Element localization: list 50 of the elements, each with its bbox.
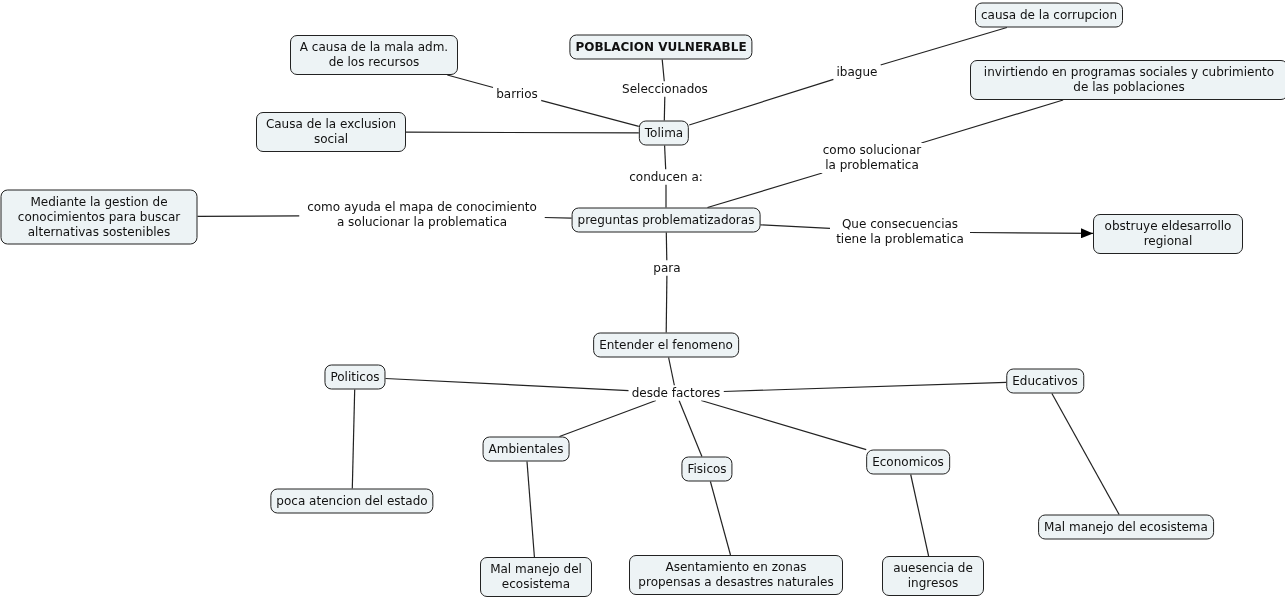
connector-line <box>668 356 675 387</box>
concept-box: Asentamiento en zonas propensas a desastres naturales <box>629 555 843 595</box>
connector-line <box>879 26 1008 66</box>
linking-phrase: Seleccionados <box>619 81 711 97</box>
connector-line <box>446 74 494 89</box>
connector-line <box>700 399 867 451</box>
concept-box: Fisicos <box>681 456 733 482</box>
concept-box: Economicos <box>866 449 950 475</box>
connector-line <box>920 99 1064 144</box>
connector-line <box>709 480 732 556</box>
concept-box: Causa de la exclusion social <box>256 112 406 152</box>
connector-line <box>665 274 668 334</box>
connector-line <box>1051 392 1120 516</box>
connector-line <box>351 388 356 490</box>
connector-line <box>664 144 667 171</box>
connector-line <box>384 377 630 392</box>
connector-line <box>543 216 573 219</box>
concept-box: Politicos <box>324 364 386 390</box>
connector-line <box>706 172 823 209</box>
connector-line <box>526 460 535 558</box>
connector-line <box>540 99 640 127</box>
concept-box: Mal manejo del ecosistema <box>480 557 592 597</box>
connector-line <box>722 381 1007 393</box>
concept-box: Ambientales <box>482 436 570 462</box>
connector-line <box>405 131 640 134</box>
connector-line <box>663 95 666 122</box>
connector-line <box>688 78 835 126</box>
concept-box: causa de la corrupcion <box>975 2 1123 28</box>
concept-box: Tolima <box>638 120 690 146</box>
concept-box: auesencia de ingresos <box>882 556 984 596</box>
concept-box: obstruye eldesarrollo regional <box>1093 214 1243 254</box>
concept-box: A causa de la mala adm. de los recursos <box>290 35 458 75</box>
connector-line <box>678 399 703 458</box>
concept-box: Educativos <box>1006 368 1084 394</box>
concept-box: invirtiendo en programas sociales y cubrimiento de las poblaciones <box>970 60 1285 100</box>
connector-line <box>196 215 301 217</box>
connector-line <box>558 399 657 438</box>
concept-box: Entender el fenomeno <box>593 332 739 358</box>
concept-box: Mal manejo del ecosistema <box>1038 514 1214 540</box>
concept-box: Mediante la gestion de conocimientos para buscar alternativas sostenibles <box>0 189 198 245</box>
connector-line <box>910 473 930 557</box>
arrow <box>969 228 1094 239</box>
concept-box: preguntas problematizadoras <box>571 207 761 233</box>
connector-line <box>661 58 665 83</box>
connector-line <box>759 224 831 229</box>
concept-box: POBLACION VULNERABLE <box>569 34 753 60</box>
concept-box: poca atencion del estado <box>270 488 434 514</box>
connector-line <box>665 183 667 209</box>
linking-phrase: barrios <box>493 86 541 102</box>
connector-line <box>665 231 668 262</box>
